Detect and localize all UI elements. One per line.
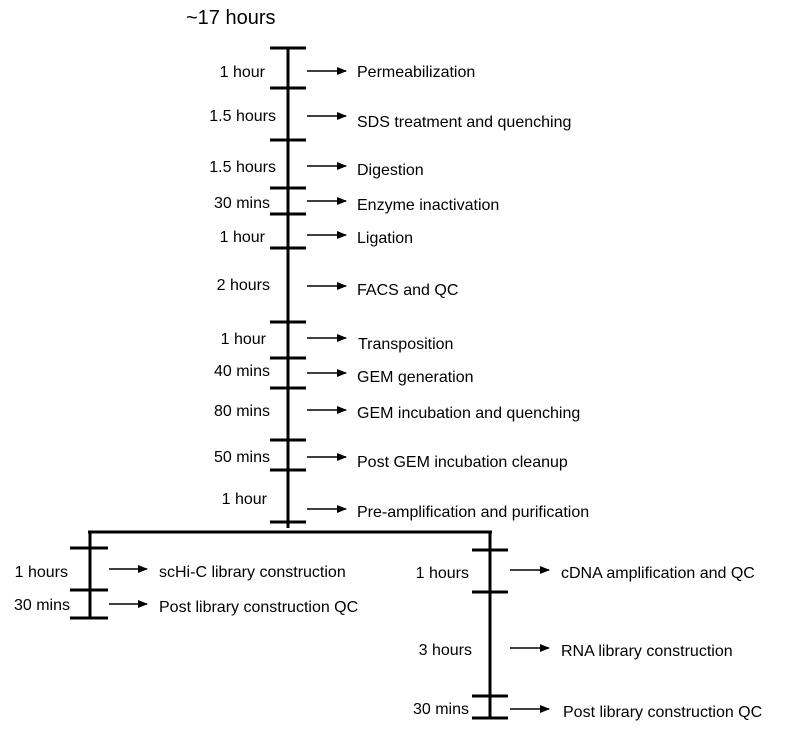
step-sds-treatment: 1.5 hours SDS treatment and quenching — [209, 108, 571, 131]
step-label: Transposition — [358, 336, 453, 353]
step-duration: 30 mins — [413, 701, 469, 718]
step-pre-amplification: 1 hour Pre-amplification and purificatio… — [222, 491, 590, 521]
main-ticks — [270, 46, 306, 524]
step-permeabilization: 1 hour Permeabilization — [220, 64, 476, 81]
step-label: Digestion — [357, 162, 424, 179]
step-duration: 1 hours — [15, 564, 68, 581]
step-transposition: 1 hour Transposition — [221, 331, 454, 353]
step-post-library-qc-right: 30 mins Post library construction QC — [413, 701, 762, 721]
step-schic-library: 1 hours scHi-C library construction — [15, 564, 346, 581]
step-label: Pre-amplification and purification — [357, 504, 589, 521]
step-gem-generation: 40 mins GEM generation — [214, 363, 474, 386]
step-label: Ligation — [357, 230, 413, 247]
step-duration: 3 hours — [419, 642, 472, 659]
step-duration: 1 hours — [416, 565, 469, 582]
step-label: Post library construction QC — [563, 704, 762, 721]
step-rna-library: 3 hours RNA library construction — [419, 642, 733, 660]
step-enzyme-inactivation: 30 mins Enzyme inactivation — [214, 195, 499, 214]
step-duration: 30 mins — [214, 195, 270, 212]
main-steps: 1 hour Permeabilization 1.5 hours SDS tr… — [209, 64, 589, 521]
step-duration: 2 hours — [217, 277, 270, 294]
right-branch-steps: 1 hours cDNA amplification and QC 3 hour… — [413, 565, 762, 721]
step-label: Post library construction QC — [159, 599, 358, 616]
step-ligation: 1 hour Ligation — [220, 229, 413, 247]
step-cdna-amplification: 1 hours cDNA amplification and QC — [416, 565, 755, 582]
step-duration: 80 mins — [214, 403, 270, 420]
step-duration: 1 hour — [220, 64, 266, 81]
step-facs-qc: 2 hours FACS and QC — [217, 277, 459, 299]
step-label: FACS and QC — [357, 282, 458, 299]
step-duration: 1 hour — [222, 491, 268, 508]
step-post-library-qc-left: 30 mins Post library construction QC — [14, 597, 358, 616]
step-duration: 40 mins — [214, 363, 270, 380]
step-label: GEM incubation and quenching — [357, 405, 580, 422]
left-branch-steps: 1 hours scHi-C library construction 30 m… — [14, 564, 358, 616]
step-gem-incubation: 80 mins GEM incubation and quenching — [214, 403, 580, 422]
step-duration: 30 mins — [14, 597, 70, 614]
step-label: Permeabilization — [357, 64, 475, 81]
step-label: scHi-C library construction — [159, 564, 346, 581]
step-duration: 1 hour — [221, 331, 267, 348]
step-label: GEM generation — [357, 369, 474, 386]
step-label: RNA library construction — [561, 643, 733, 660]
step-duration: 1 hour — [220, 229, 266, 246]
step-duration: 50 mins — [214, 449, 270, 466]
step-duration: 1.5 hours — [209, 108, 276, 125]
step-label: SDS treatment and quenching — [357, 114, 571, 131]
left-branch-ticks — [70, 546, 108, 620]
right-branch-ticks — [472, 548, 508, 720]
step-label: Post GEM incubation cleanup — [357, 454, 568, 471]
step-label: Enzyme inactivation — [357, 197, 499, 214]
step-label: cDNA amplification and QC — [561, 565, 755, 582]
step-duration: 1.5 hours — [209, 159, 276, 176]
total-duration-label: ~17 hours — [186, 7, 276, 29]
step-post-gem-cleanup: 50 mins Post GEM incubation cleanup — [214, 449, 568, 471]
step-digestion: 1.5 hours Digestion — [209, 159, 423, 179]
